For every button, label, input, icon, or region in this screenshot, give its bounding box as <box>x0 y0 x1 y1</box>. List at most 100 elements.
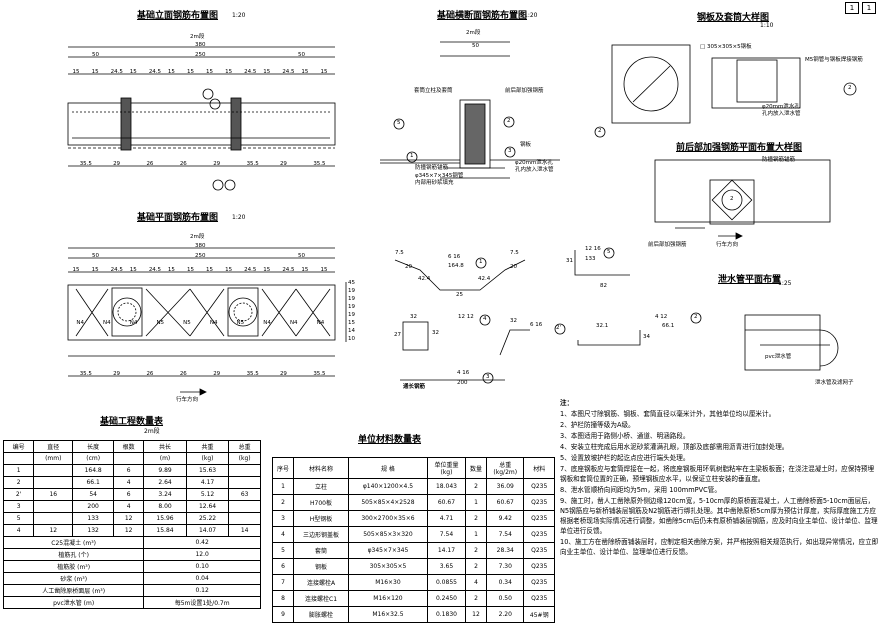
mat-cell: 7.30 <box>486 558 525 575</box>
qty-extra-label: 植筋胶 (m³) <box>2 560 145 573</box>
qty-cell: 54 <box>72 488 114 501</box>
elev-spacing-label: 15 <box>91 69 99 75</box>
mat-cell: 0.50 <box>486 590 525 607</box>
cross-marker-5: 5 <box>397 120 401 126</box>
bar1-e: 7.5 <box>510 250 519 256</box>
elev-title: 基础立面钢筋布置图 <box>137 11 219 21</box>
mat-cell: 0.34 <box>486 574 525 591</box>
plan-bottom-label: 29 <box>113 371 121 377</box>
plan-spacing-label: 15 <box>186 267 194 273</box>
elev-spacing-label: 15 <box>301 69 309 75</box>
mat-cell: 立柱 <box>293 478 349 495</box>
qty-header: 编号 <box>2 440 35 453</box>
plan-spacing-label: 15 <box>263 267 271 273</box>
rebar-detail <box>654 159 831 240</box>
qty-cell: 4 <box>2 524 35 537</box>
bar2-lab: 4 12 <box>655 314 668 320</box>
elev-total: 380 <box>195 42 206 48</box>
qty-cell: 12.64 <box>185 500 230 513</box>
bar1-b: 20 <box>405 264 412 270</box>
cross-label-b: 前后部加强钢筋 <box>505 88 544 94</box>
elev-scale: 1:20 <box>232 12 246 19</box>
mat-header: 总重 (kg/2m) <box>486 457 525 479</box>
plan-bottom-label: 35.5 <box>246 371 259 377</box>
qty-header: 根数 <box>112 440 145 453</box>
plate-marker-2a: 2 <box>598 128 602 134</box>
plan-side-label: 15 <box>348 320 355 326</box>
mat-cell: 1 <box>464 526 488 543</box>
mat-cell: 9 <box>271 606 295 623</box>
plan-bottom-label: 26 <box>146 371 154 377</box>
qty-extra-value: 0.04 <box>143 572 261 585</box>
qty-cell: 4 <box>112 500 145 513</box>
mat-cell: 三边形钢盖板 <box>293 526 349 543</box>
qty-cell: 8.00 <box>143 500 187 513</box>
qty-extra-label: pvc泄水管 (m) <box>2 596 145 609</box>
bar2p-no: 2' <box>556 325 562 331</box>
qty-cell <box>228 476 261 489</box>
qty-header-unit: (kg) <box>185 452 230 465</box>
qty-cell: 5 <box>2 512 35 525</box>
qty-cell: 3.24 <box>143 488 187 501</box>
qty-cell: 15.63 <box>185 464 230 477</box>
plan-n-label: N4 <box>103 320 111 326</box>
qty-cell: 15.84 <box>143 524 187 537</box>
elev-seg: 2m段 <box>190 34 205 40</box>
mat-cell: H型钢板 <box>293 510 349 527</box>
qty-extra-value: 0.12 <box>143 584 261 597</box>
elev-bottom-label: 26 <box>146 161 154 167</box>
cross-marker-1: 1 <box>410 153 414 159</box>
mat-cell: 1 <box>464 494 488 511</box>
rebar-title: 前后部加强钢筋平面布置大样图 <box>676 143 803 153</box>
mat-cell: 5 <box>271 542 295 559</box>
bar3-no: 3 <box>486 374 490 380</box>
qty-cell: 164.8 <box>72 464 114 477</box>
qty-cell <box>33 464 74 477</box>
bar3-lab: 4 16 <box>457 370 470 376</box>
notes-head: 注： <box>560 399 574 407</box>
mat-header: 材料 <box>523 457 555 479</box>
bar2-a: 32.1 <box>596 323 609 329</box>
plan-spacing-label: 24.5 <box>110 267 123 273</box>
bar3-len: 200 <box>457 380 468 386</box>
table-row: pvc泄水管 (m)每5m设置1处/0.7m <box>2 596 261 609</box>
mat-cell: 4.71 <box>426 510 466 527</box>
qty-cell: 4.17 <box>185 476 230 489</box>
mat-cell: Q235 <box>523 510 555 527</box>
qty-cell: 2' <box>2 488 35 501</box>
plan-side-label: 14 <box>348 328 355 334</box>
plan-n-label: N5 <box>236 320 245 326</box>
mat-cell: 2 <box>271 494 295 511</box>
mat-cell: Q235 <box>523 558 555 575</box>
plan-side-label: 19 <box>348 312 355 318</box>
plan-seg: 2m段 <box>190 234 205 240</box>
plan-spacing-label: 15 <box>320 267 328 273</box>
bar2p-lab: 6 16 <box>530 322 543 328</box>
plan-n-label: N4 <box>129 320 138 326</box>
mat-cell: 2.20 <box>486 606 525 623</box>
bar1-g: 42.4 <box>478 276 491 282</box>
qty-extra-value: 每5m设置1处/0.7m <box>143 596 261 609</box>
plate-title: 钢板及套筒大样图 <box>697 13 770 23</box>
mat-cell: 0.2450 <box>426 590 466 607</box>
bar-shapes <box>394 247 702 384</box>
bar1-a: 7.5 <box>395 250 404 256</box>
cross-label-e: φ20mm泄水孔 孔内放入泄水管 <box>515 160 554 173</box>
qty-extra-label: 人工凿除原桥面层 (m³) <box>2 584 145 597</box>
qty-header-unit: (cm) <box>72 452 114 465</box>
mat-cell: 505×85×4×2528 <box>347 494 428 511</box>
qty-cell: 4 <box>112 476 145 489</box>
mat-cell: Q235 <box>523 526 555 543</box>
plan-spacing-label: 24.5 <box>282 267 295 273</box>
elev-spacing-label: 15 <box>320 69 328 75</box>
mat-cell: 60.67 <box>426 494 466 511</box>
mat-cell: 2 <box>464 558 488 575</box>
